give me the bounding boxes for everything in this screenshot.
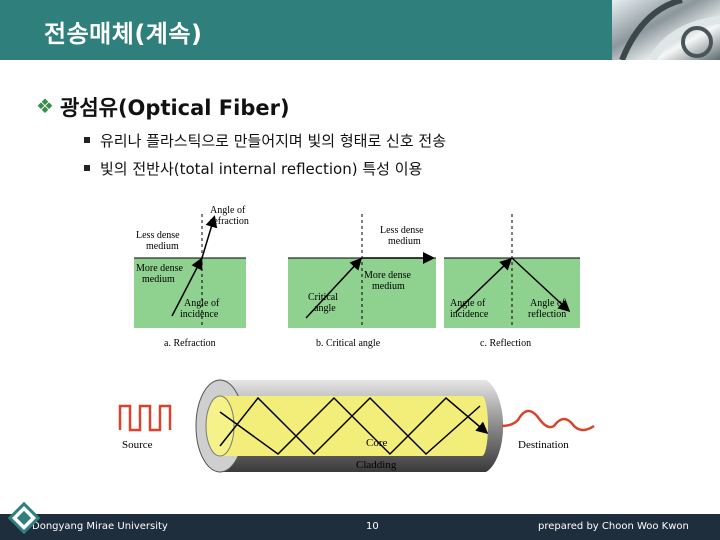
panel-refraction: Angle of refraction Less dense medium Mo…: [134, 205, 249, 349]
footer-prepared-by: prepared by Choon Woo Kwon: [538, 521, 689, 532]
source-signal: [118, 404, 172, 432]
bullet-item: 빛의 전반사(total internal reflection) 특성 이용: [84, 158, 422, 179]
optical-fiber-diagram: Source Core Cladding Destination: [118, 379, 595, 473]
heading-text: 광섬유(Optical Fiber): [60, 96, 290, 120]
light-ray: [219, 396, 489, 456]
label-less-dense: medium: [388, 236, 421, 247]
slide-title: 전송매체(계속): [44, 20, 203, 48]
label-more-dense: medium: [372, 281, 405, 292]
header-photo: [612, 0, 720, 60]
dense-medium-area: [134, 258, 246, 328]
bullet-text: 유리나 플라스틱으로 만들어지며 빛의 형태로 신호 전송: [100, 132, 447, 150]
square-bullet-icon: [84, 137, 90, 143]
logo-icon: [8, 502, 40, 534]
label-more-dense: More dense: [364, 270, 411, 281]
label-angle-refraction: Angle of: [210, 205, 246, 216]
label-less-dense: Less dense: [136, 230, 180, 241]
caption-critical-angle: b. Critical angle: [316, 338, 381, 349]
title-bar: 전송매체(계속): [0, 0, 720, 60]
heading: ❖광섬유(Optical Fiber): [36, 92, 290, 122]
diamond-bullet-icon: ❖: [36, 94, 54, 118]
caption-reflection: c. Reflection: [480, 338, 531, 349]
label-destination: Destination: [518, 439, 569, 451]
label-angle-incidence: Angle of: [184, 298, 220, 309]
label-angle-incidence: Angle of: [450, 298, 486, 309]
footer-bar: Dongyang Mirae University 10 prepared by…: [0, 514, 720, 540]
label-less-dense: Less dense: [380, 225, 424, 236]
label-angle-incidence: incidence: [450, 309, 489, 320]
destination-signal: [501, 409, 595, 432]
label-angle-refraction: refraction: [210, 216, 249, 227]
label-cladding: Cladding: [356, 459, 397, 471]
label-more-dense: medium: [142, 274, 175, 285]
label-angle-reflection: reflection: [528, 309, 566, 320]
label-critical-angle: angle: [314, 303, 336, 314]
label-critical-angle: Critical: [308, 292, 338, 303]
footer-university: Dongyang Mirae University: [32, 521, 168, 532]
label-angle-reflection: Angle of: [530, 298, 566, 309]
panel-reflection: Angle of incidence Angle of reflection c…: [444, 214, 580, 349]
bullet-text: 빛의 전반사(total internal reflection) 특성 이용: [100, 160, 423, 178]
panel-critical-angle: Less dense medium More dense medium Crit…: [288, 214, 436, 349]
square-bullet-icon: [84, 165, 90, 171]
label-more-dense: More dense: [136, 263, 183, 274]
label-angle-incidence: incidence: [180, 309, 219, 320]
label-less-dense: medium: [146, 241, 179, 252]
bullet-item: 유리나 플라스틱으로 만들어지며 빛의 형태로 신호 전송: [84, 130, 446, 151]
label-core: Core: [366, 437, 388, 449]
refraction-diagram: Angle of refraction Less dense medium Mo…: [134, 205, 580, 349]
label-source: Source: [122, 439, 153, 451]
fiber-core: [220, 396, 482, 456]
caption-refraction: a. Refraction: [164, 338, 216, 349]
page-number: 10: [366, 521, 379, 532]
